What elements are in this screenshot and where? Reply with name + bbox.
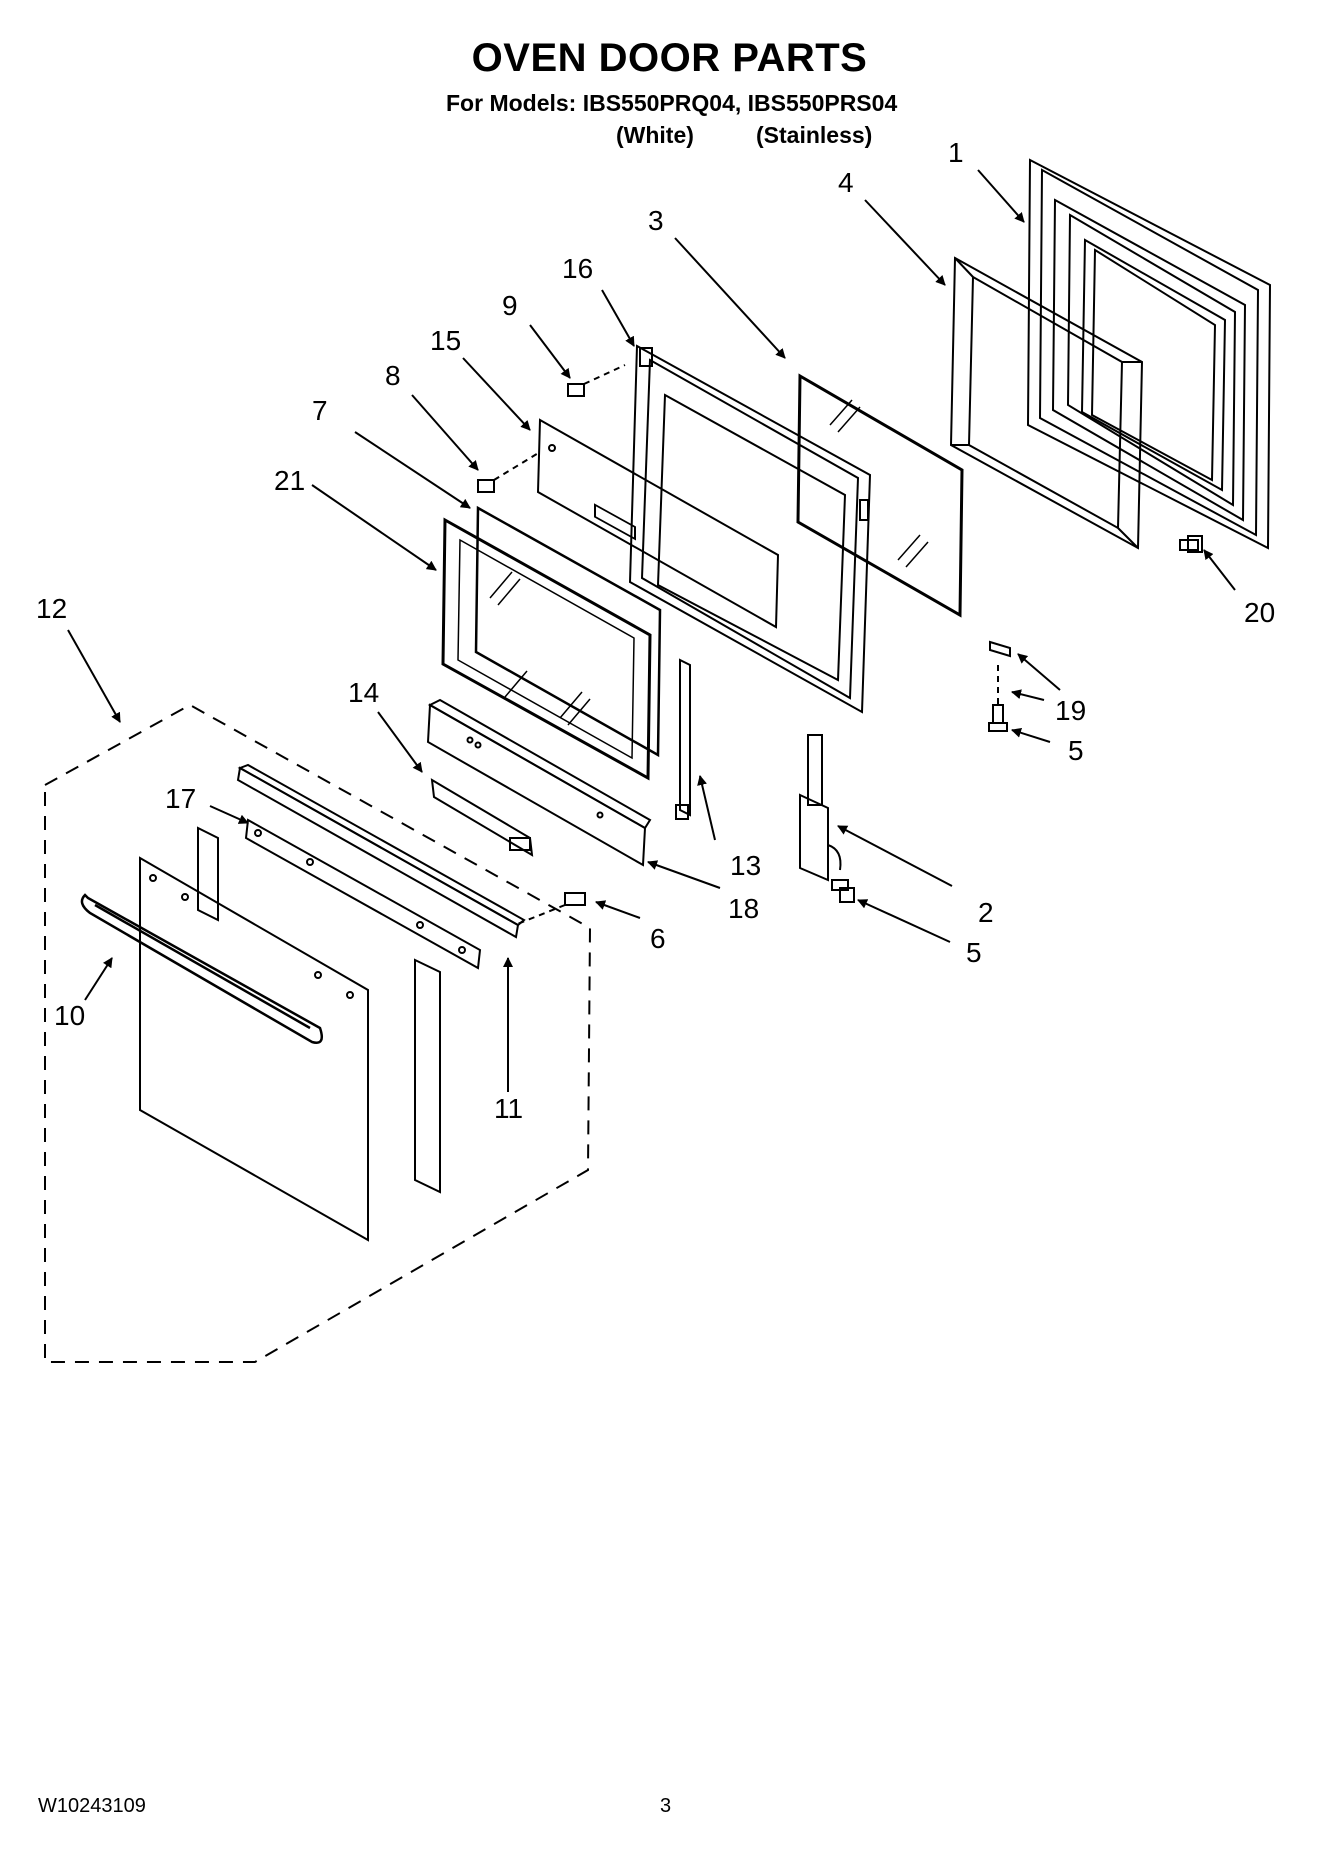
part-21-outer-glass <box>441 517 652 781</box>
variant-stainless-label: (Stainless) <box>756 122 873 148</box>
callout-5-upper: 5 <box>1068 735 1084 766</box>
part-5-screw-lower <box>831 879 855 903</box>
callout-5-lower: 5 <box>966 937 982 968</box>
part-19-clip <box>989 640 1011 658</box>
callout-1: 1 <box>948 137 964 168</box>
callout-15: 15 <box>430 325 461 356</box>
part-10-handle <box>80 893 323 1044</box>
callout-13: 13 <box>730 850 761 881</box>
callout-18: 18 <box>728 893 759 924</box>
page-title: OVEN DOOR PARTS <box>471 36 868 80</box>
callout-4: 4 <box>838 167 854 198</box>
part-15-baffle-plate <box>536 418 780 629</box>
part-9-screw <box>567 364 626 397</box>
callout-labels: 1 2 3 4 5 5 6 7 8 9 10 11 12 13 14 15 16… <box>36 137 1275 1124</box>
callout-8: 8 <box>385 360 401 391</box>
callout-2: 2 <box>978 897 994 928</box>
callout-17: 17 <box>165 783 196 814</box>
models-line: For Models: IBS550PRQ04, IBS550PRS04 <box>446 90 898 116</box>
door-side-strips <box>197 826 441 1194</box>
part-7-inner-glass <box>474 505 662 758</box>
part-12-outer-door-assembly <box>44 703 592 1363</box>
page-number: 3 <box>660 1795 672 1817</box>
callout-11: 11 <box>494 1093 523 1124</box>
part-3-glass-panel <box>796 373 964 618</box>
callout-9: 9 <box>502 290 518 321</box>
part-17-spacer <box>244 818 482 970</box>
part-20-screw <box>1179 535 1203 553</box>
callout-6: 6 <box>650 923 666 954</box>
part-14-vent <box>430 778 534 857</box>
callout-19: 19 <box>1055 695 1086 726</box>
callout-12: 12 <box>36 593 67 624</box>
callout-21: 21 <box>274 465 305 496</box>
outer-door-panel <box>139 856 369 1242</box>
part-13-bracket <box>675 658 691 820</box>
variant-white-label: (White) <box>616 122 694 148</box>
callout-10: 10 <box>54 1000 85 1031</box>
part-5-screw-upper <box>988 665 1008 732</box>
callout-14: 14 <box>348 677 379 708</box>
part-11-top-rail <box>236 763 526 939</box>
part-18-trim-panel <box>426 698 652 867</box>
part-8-screw <box>477 451 541 493</box>
document-number: W10243109 <box>38 1795 146 1817</box>
part-4-inner-frame <box>949 256 1144 550</box>
part-1-outer-door-frame <box>1026 158 1272 550</box>
callout-leaders <box>67 169 1236 1092</box>
callout-20: 20 <box>1244 597 1275 628</box>
callout-3: 3 <box>648 205 664 236</box>
part-2-hinge <box>799 734 842 882</box>
part-16-inner-liner <box>628 344 872 714</box>
callout-7: 7 <box>312 395 328 426</box>
callout-16: 16 <box>562 253 593 284</box>
